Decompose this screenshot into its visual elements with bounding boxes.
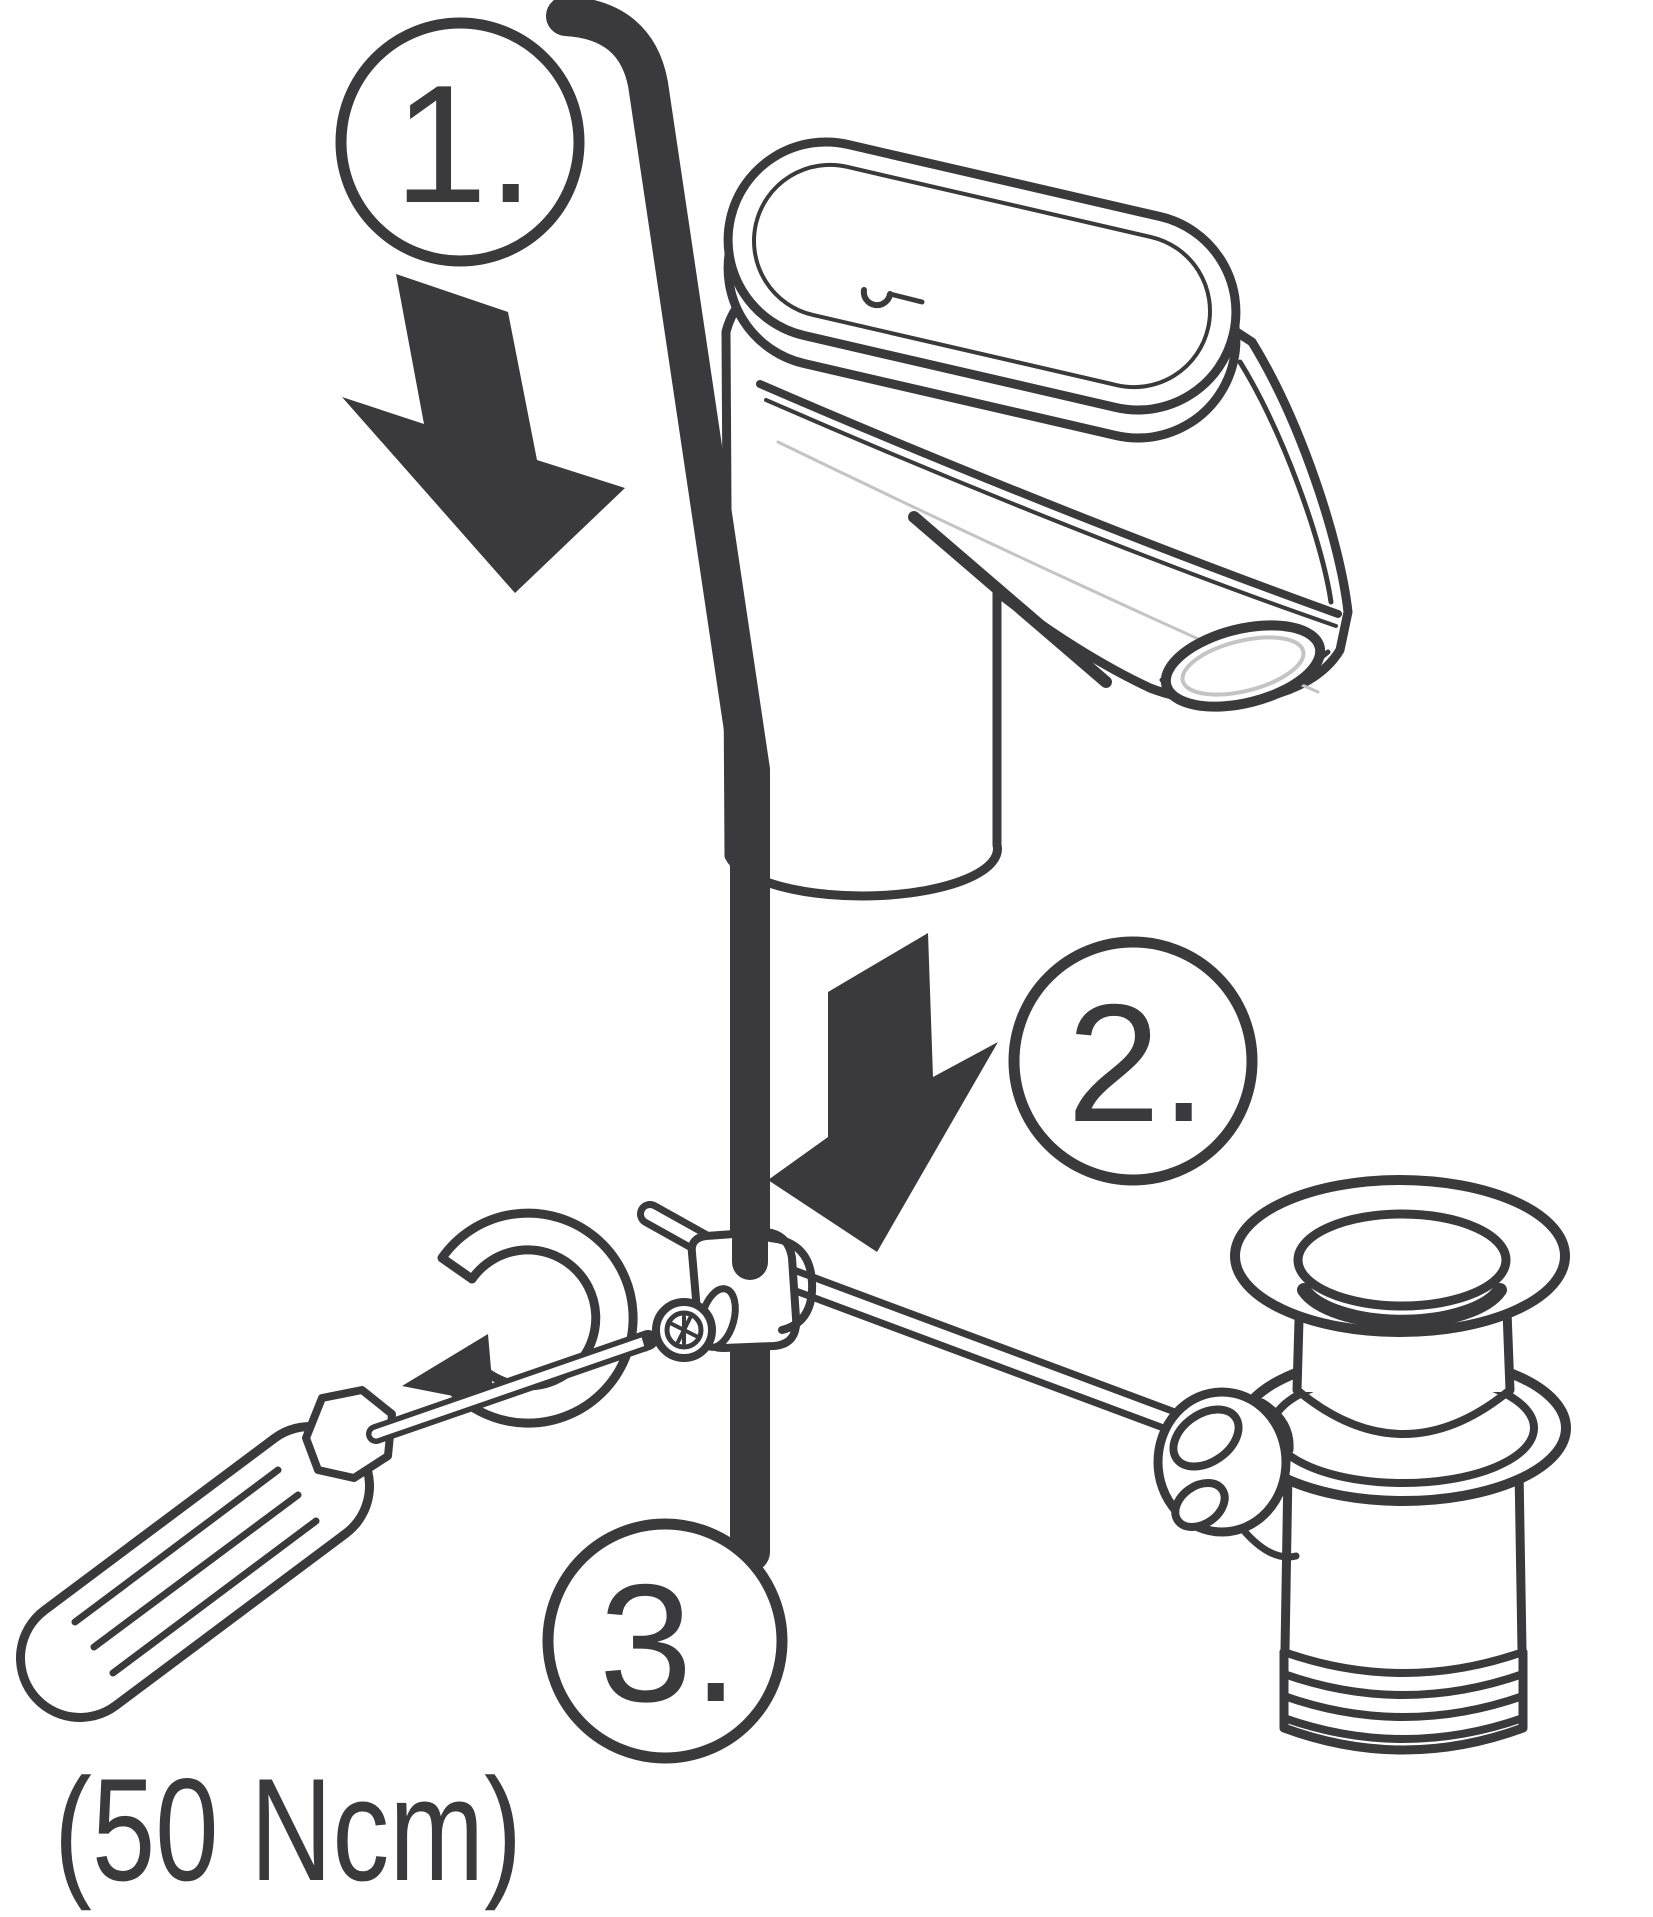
screwdriver-handle bbox=[16, 1422, 374, 1722]
pull-rod bbox=[546, 0, 770, 1572]
faucet bbox=[721, 137, 1353, 901]
coupling-screw bbox=[652, 1285, 739, 1362]
plug-shadow-arc bbox=[1297, 1283, 1507, 1329]
drain-assembly bbox=[1153, 1175, 1571, 1755]
step-3-label: 3. bbox=[599, 1549, 739, 1737]
drain-threaded-body bbox=[1279, 1465, 1528, 1755]
step-3-badge: 3. bbox=[542, 1518, 788, 1764]
step-2-badge: 2. bbox=[1008, 936, 1258, 1186]
torque-label: (50 Ncm) bbox=[54, 1748, 522, 1911]
step-2-label: 2. bbox=[1067, 969, 1207, 1157]
step-2-arrow bbox=[768, 933, 998, 1252]
rotation-arrowhead bbox=[402, 1334, 494, 1404]
step-1-badge: 1. bbox=[335, 17, 585, 267]
screwdriver bbox=[16, 1330, 662, 1722]
faucet-handle bbox=[723, 137, 1241, 443]
step-1-label: 1. bbox=[394, 50, 534, 238]
drain-ball-joint bbox=[1153, 1387, 1300, 1561]
ball-joint-hole-lower bbox=[1171, 1479, 1229, 1531]
drain-plug bbox=[1293, 1209, 1511, 1311]
drain-top-flange bbox=[1230, 1175, 1570, 1337]
ball-joint-hole-upper bbox=[1169, 1405, 1243, 1471]
spout-accent-line bbox=[908, 511, 1112, 688]
handle-indicator bbox=[860, 287, 893, 309]
aerator bbox=[1160, 620, 1326, 712]
step-1-arrow bbox=[342, 274, 625, 593]
